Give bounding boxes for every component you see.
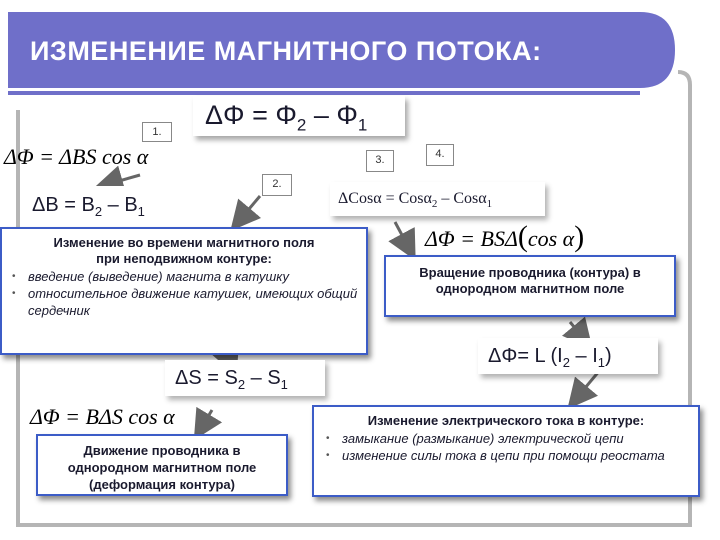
tag-3: 3. [366,150,394,172]
box4-item: изменение силы тока в цепи при помощи ре… [324,447,688,464]
page-title: ИЗМЕНЕНИЕ МАГНИТНОГО ПОТОКА: [30,36,542,66]
box4-list: замыкание (размыкание) электрической цеп… [324,430,688,464]
box3-text: Движение проводника в однородном магнитн… [67,443,257,492]
delta-b-formula: ΔB = B2 – B1 [32,194,145,219]
box2-text: Вращение проводника (контура) в однородн… [419,265,641,296]
box1-heading: Изменение во времени магнитного поля при… [53,235,315,266]
formula-delta-cos: ΔΦ = BSΔ(cos α) [425,220,585,253]
box4-heading: Изменение электрического тока в контуре: [367,413,645,428]
box1-list: введение (выведение) магнита в катушку о… [10,268,358,319]
delta-cos-box: ΔCosα = Cosα2 – Cosα1 [330,182,545,216]
tag-1: 1. [142,122,172,142]
delta-s-formula: ΔS = S2 – S1 [175,367,288,392]
delta-s-box: ΔS = S2 – S1 [165,360,325,396]
box-rotation: Вращение проводника (контура) в однородн… [384,255,676,317]
box1-item: введение (выведение) магнита в катушку [10,268,358,285]
main-formula-box: ΔΦ = Φ2 – Φ1 [193,96,405,136]
tag-4: 4. [426,144,454,166]
box-magnetic-field-change: Изменение во времени магнитного поля при… [0,227,368,355]
delta-b-box: ΔB = B2 – B1 [22,186,190,222]
box-conductor-motion: Движение проводника в однородном магнитн… [36,434,288,496]
delta-cos-formula: ΔCosα = Cosα2 – Cosα1 [338,190,493,211]
box4-item: замыкание (размыкание) электрической цеп… [324,430,688,447]
formula-delta-s: ΔΦ = BΔS cos α [30,404,175,429]
delta-i-box: ΔΦ= L (I2 – I1) [478,338,658,374]
main-formula: ΔΦ = Φ2 – Φ1 [205,100,368,135]
formula-delta-b: ΔΦ = ΔBS cos α [4,144,149,169]
box1-item: относительное движение катушек, имеющих … [10,285,358,319]
delta-i-formula: ΔΦ= L (I2 – I1) [488,345,612,370]
box-current-change: Изменение электрического тока в контуре:… [312,405,700,497]
tag-2: 2. [262,174,292,196]
